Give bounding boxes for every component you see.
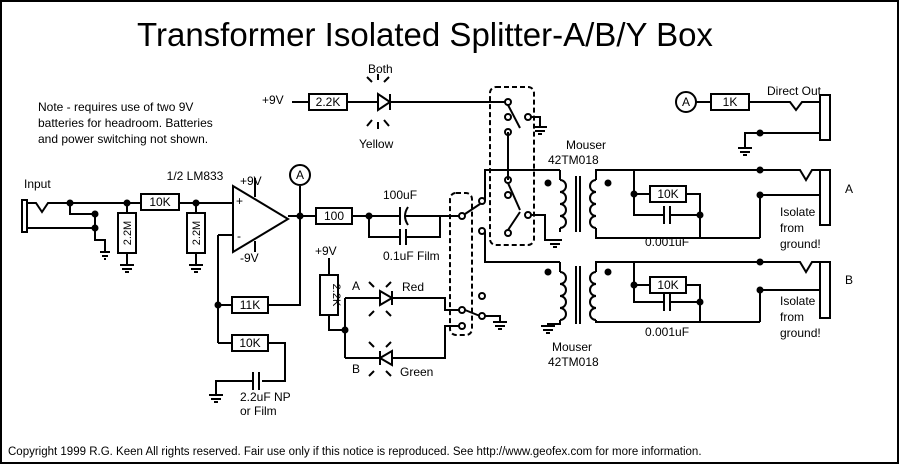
label-mouser-bot-1: Mouser: [552, 340, 592, 354]
label-mouser-bot-2: 42TM018: [548, 355, 599, 369]
label-plus9-led2: +9V: [315, 244, 337, 258]
label-r-direct: 1K: [723, 95, 738, 109]
label-r-in: 10K: [149, 195, 170, 209]
label-plus9-op: +9V: [240, 174, 262, 188]
opamp-triangle: [232, 184, 290, 254]
label-isolate-b-3: ground!: [780, 326, 821, 340]
label-opamp: 1/2 LM833: [167, 169, 224, 183]
label-node-a: A: [296, 168, 304, 182]
label-r-led-top: 2.2K: [316, 95, 341, 109]
led-glow-top: [366, 74, 390, 129]
component-labels: Input 10K 1/2 LM833 +9V -9V + - A 2.2M 2…: [24, 62, 853, 418]
transformer-bottom-primary: [559, 271, 567, 321]
label-minus9-op: -9V: [240, 251, 259, 265]
label-mouser-top-1: Mouser: [566, 138, 606, 152]
label-direct-out: Direct Out: [767, 84, 822, 98]
label-isolate-a-3: ground!: [780, 237, 821, 251]
label-r-bias2: 2.2M: [191, 221, 203, 245]
label-cap-gain-2: or Film: [240, 404, 277, 418]
label-r-gain: 10K: [239, 336, 260, 350]
label-cap-gain-1: 2.2uF NP: [240, 390, 291, 404]
label-r-out-a: 10K: [657, 187, 678, 201]
label-mouser-top-2: 42TM018: [548, 153, 599, 167]
capacitor-001-a: [663, 206, 671, 224]
label-r-bias1: 2.2M: [122, 221, 134, 245]
output-jack-b: [819, 261, 831, 319]
wiring: [21, 74, 831, 403]
led-both-yellow: [377, 92, 392, 112]
label-opamp-plus: +: [236, 194, 243, 208]
label-r-led-mid: 2.2K: [330, 284, 342, 307]
label-node-a-direct: A: [682, 95, 690, 109]
label-out-a: A: [845, 182, 853, 196]
label-isolate-a-1: Isolate: [780, 205, 816, 219]
label-led-green: Green: [400, 365, 433, 379]
label-led-red: Red: [402, 280, 424, 294]
label-sw-b: B: [352, 362, 360, 376]
input-jack-tip: [27, 202, 70, 214]
label-opamp-minus: -: [237, 229, 241, 243]
transformer-bottom-secondary: [589, 271, 597, 321]
label-sw-a: A: [352, 279, 360, 293]
capacitor-100uf-plate2: [404, 206, 409, 226]
led-glow-mid: [368, 281, 392, 377]
note-line-2: batteries for headroom. Batteries: [38, 116, 213, 130]
direct-out-jack: [819, 94, 831, 141]
transformer-top-primary: [559, 179, 567, 229]
label-out-b: B: [845, 273, 853, 287]
transformer-top-secondary: [589, 179, 597, 229]
switch-top-box: [489, 86, 535, 246]
label-cap-out-a: 0.001uF: [645, 235, 689, 249]
label-cap-out-b: 0.001uF: [645, 325, 689, 339]
capacitor-2-2uf: [252, 372, 260, 390]
label-led-yellow: Yellow: [359, 137, 394, 151]
label-r-out-b: 10K: [657, 278, 678, 292]
label-isolate-b-1: Isolate: [780, 294, 816, 308]
switch-mid-box: [449, 192, 473, 336]
transformer-bottom-core: [575, 266, 581, 324]
label-isolate-b-2: from: [780, 310, 804, 324]
output-jack-a: [819, 169, 831, 226]
input-jack-sleeve: [21, 199, 28, 233]
transformer-top-core: [575, 176, 581, 232]
label-isolate-a-2: from: [780, 221, 804, 235]
copyright-footer: Copyright 1999 R.G. Keen All rights rese…: [8, 446, 702, 458]
diagram-title: Transformer Isolated Splitter-A/B/Y Box: [137, 16, 713, 53]
ground-symbol: [100, 251, 110, 260]
label-r-out: 100: [324, 209, 344, 223]
label-plus9-led: +9V: [262, 93, 284, 107]
capacitor-001-b: [663, 293, 671, 311]
label-led-both: Both: [368, 62, 393, 76]
note-line-1: Note - requires use of two 9V: [38, 100, 193, 114]
capacitor-film: [399, 229, 407, 245]
label-cap-out-big: 100uF: [383, 188, 417, 202]
led-red: [379, 289, 394, 307]
junction-dots: [66, 129, 764, 334]
label-input: Input: [24, 177, 51, 191]
label-cap-out-film: 0.1uF Film: [383, 249, 440, 263]
led-green: [378, 349, 393, 367]
label-r-fb: 11K: [240, 298, 260, 312]
node-a-circle: [289, 164, 311, 186]
note-line-3: and power switching not shown.: [38, 132, 208, 146]
